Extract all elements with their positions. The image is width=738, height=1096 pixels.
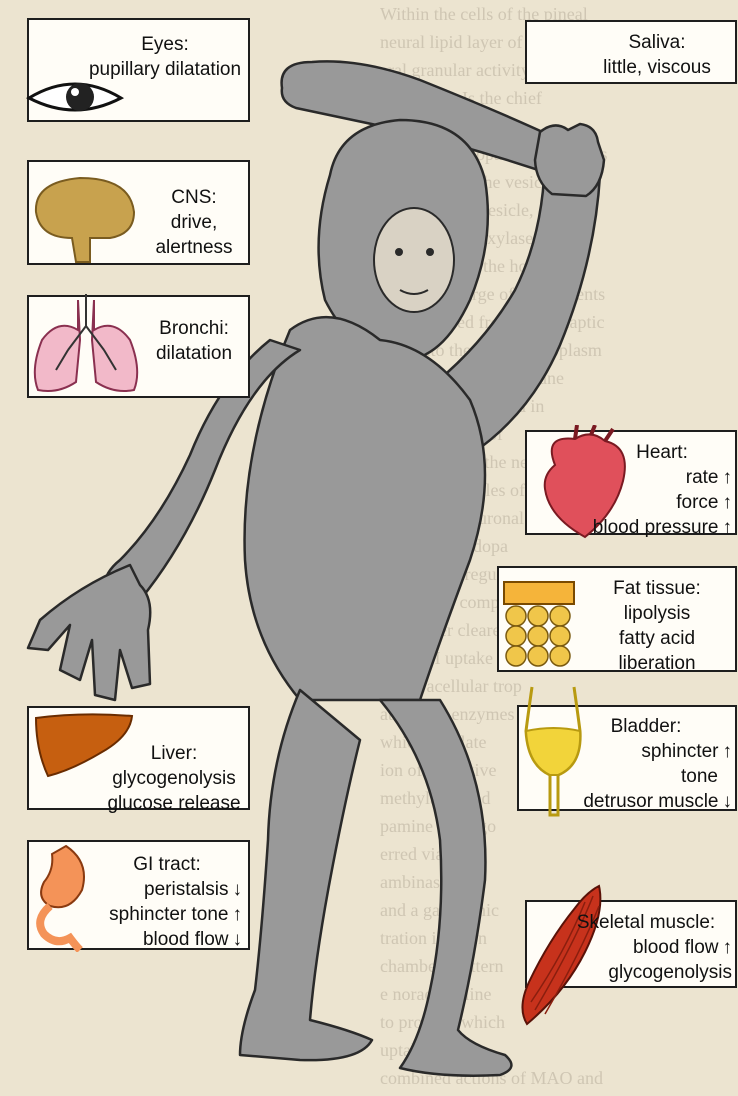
heart-line-3: blood pressure	[593, 517, 719, 538]
skeletal-label: Skeletal muscle: blood flow↑ glycogenoly…	[560, 910, 732, 985]
bronchi-title: Bronchi:	[140, 316, 248, 341]
bladder-title: Bladder:	[560, 714, 732, 739]
saliva-line-1: little, viscous	[580, 55, 734, 80]
gi-arrow-1: ↓	[233, 879, 243, 900]
bladder-line-1: sphincter	[641, 741, 718, 762]
gi-title: GI tract:	[92, 852, 242, 877]
bladder-line-3: detrusor muscle	[583, 791, 718, 812]
brain-icon	[30, 172, 140, 264]
liver-label: Liver: glycogenolysis glucose release	[100, 741, 248, 816]
eyes-label: Eyes: pupillary dilatation	[84, 32, 246, 82]
cns-label: CNS: drive, alertness	[140, 185, 248, 260]
liver-line-1: glycogenolysis	[100, 766, 248, 791]
eyes-line-1: pupillary dilatation	[84, 57, 246, 82]
fat-tissue-icon	[500, 578, 580, 670]
fat-label: Fat tissue: lipolysis fatty acid liberat…	[582, 576, 732, 676]
lungs-icon	[28, 290, 144, 398]
gi-arrow-2: ↑	[233, 904, 243, 925]
saliva-label: Saliva: little, viscous	[580, 30, 734, 80]
skeletal-arrow-1: ↑	[723, 937, 733, 958]
gi-tract-icon	[30, 842, 100, 952]
heart-arrow-3: ↑	[723, 517, 733, 538]
fat-title: Fat tissue:	[582, 576, 732, 601]
liver-line-2: glucose release	[100, 791, 248, 816]
fat-line-1: lipolysis	[582, 601, 732, 626]
right-leg	[380, 700, 511, 1076]
fat-line-3: liberation	[582, 651, 732, 676]
torso	[245, 317, 485, 700]
skeletal-line-1: blood flow	[633, 937, 719, 958]
heart-arrow-1: ↑	[723, 467, 733, 488]
left-leg	[240, 690, 372, 1060]
heart-title: Heart:	[592, 440, 732, 465]
cns-title: CNS:	[140, 185, 248, 210]
gi-label: GI tract: peristalsis↓ sphincter tone↑ b…	[92, 852, 242, 952]
bronchi-line-1: dilatation	[140, 341, 248, 366]
bronchi-label: Bronchi: dilatation	[140, 316, 248, 366]
cns-line-1: drive,	[140, 210, 248, 235]
hand	[535, 124, 604, 196]
eyes-title: Eyes:	[84, 32, 246, 57]
gi-arrow-3: ↓	[233, 929, 243, 950]
bladder-arrow-1: ↑	[723, 741, 733, 762]
gi-line-1: peristalsis	[144, 879, 228, 900]
bladder-arrow-3: ↓	[723, 791, 733, 812]
cns-line-2: alertness	[140, 235, 248, 260]
face	[374, 208, 454, 312]
heart-arrow-2: ↑	[723, 492, 733, 513]
liver-title: Liver:	[100, 741, 248, 766]
gi-line-3: blood flow	[143, 929, 229, 950]
bladder-label: Bladder: sphincter↑ tone detrusor muscle…	[560, 714, 732, 814]
heart-line-2: force	[676, 492, 718, 513]
gi-line-2: sphincter tone	[109, 904, 228, 925]
bladder-line-2: tone	[681, 766, 718, 787]
left-hand	[28, 565, 150, 700]
fat-line-2: fatty acid	[582, 626, 732, 651]
saliva-title: Saliva:	[580, 30, 734, 55]
heart-label: Heart: rate↑ force↑ blood pressure↑	[592, 440, 732, 540]
skeletal-line-2: glycogenolysis	[608, 962, 732, 983]
skeletal-title: Skeletal muscle:	[560, 910, 732, 935]
heart-line-1: rate	[686, 467, 719, 488]
